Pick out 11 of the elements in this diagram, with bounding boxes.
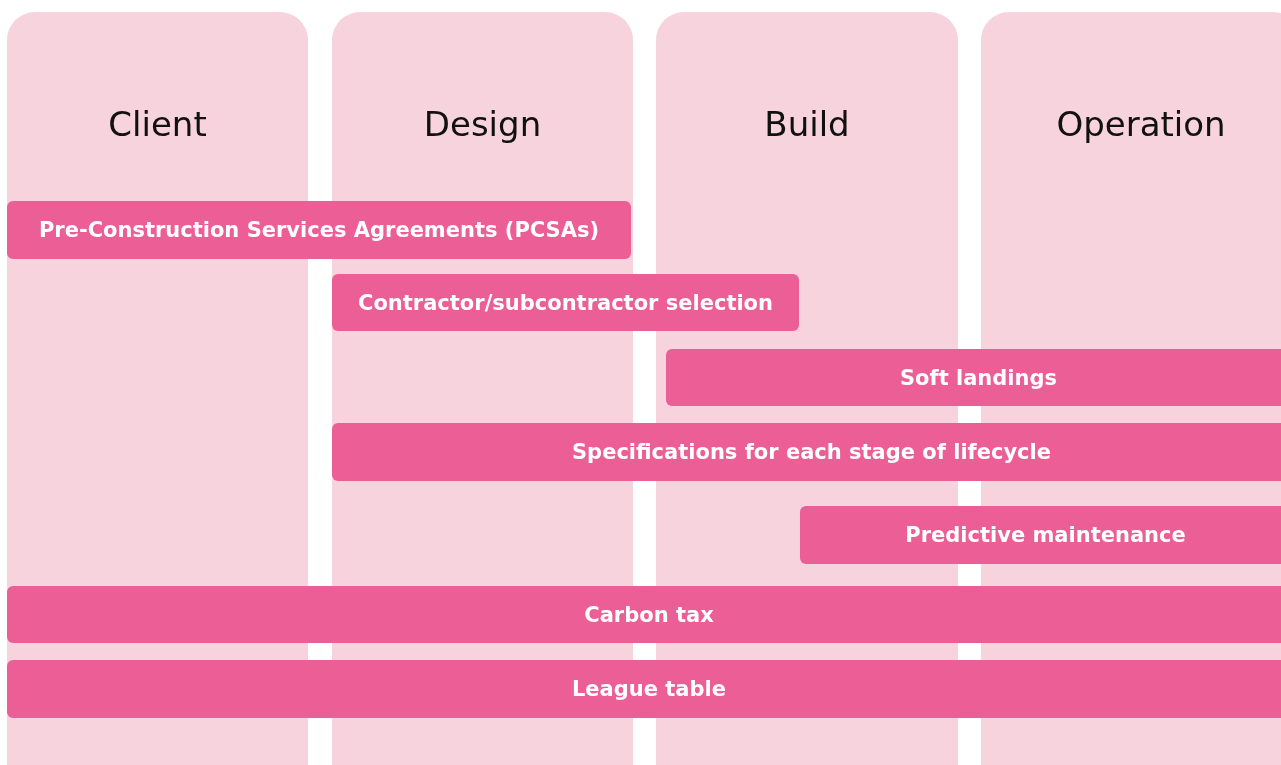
activity-bar: Specifications for each stage of lifecycle <box>332 423 1281 481</box>
activity-bar: Carbon tax <box>7 586 1281 643</box>
column-heading: Operation <box>1055 104 1227 144</box>
activity-bar: Soft landings <box>666 349 1281 406</box>
column-heading: Design <box>422 104 543 144</box>
activity-bar: League table <box>7 660 1281 718</box>
activity-bar: Predictive maintenance <box>800 506 1281 564</box>
column-heading: Build <box>763 104 851 144</box>
column-heading: Client <box>107 104 208 144</box>
activity-bar: Pre-Construction Services Agreements (PCSAs) <box>7 201 631 259</box>
activity-bar: Contractor/subcontractor selection <box>332 274 799 331</box>
